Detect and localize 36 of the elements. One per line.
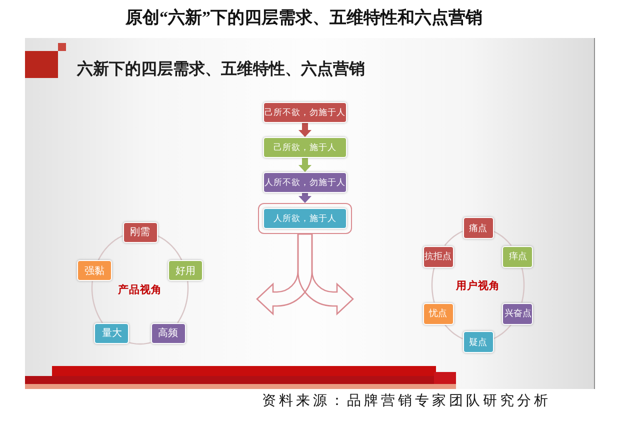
cycle-box: 忧点: [422, 302, 454, 324]
cycle-box: 高频: [150, 322, 186, 344]
center-label: 用户视角: [456, 279, 500, 293]
process-box: 己所不欲，勿施于人: [263, 102, 347, 123]
cycle-box: 抗拒点: [422, 246, 454, 268]
process-box: 人所欲，施于人: [263, 208, 347, 229]
cycle-arc: [493, 324, 512, 340]
arrow: [298, 123, 312, 137]
cycle-box: 痛点: [462, 217, 494, 239]
split-arrow: [297, 233, 354, 315]
process-box: 人所不欲，勿施于人: [263, 172, 347, 193]
cycle-box: 刚需: [122, 222, 158, 242]
cycle-box: 量大: [94, 322, 130, 344]
cycle-box: 痒点: [502, 246, 534, 268]
slide-heading: 六新下的四层需求、五维特性、六点营销: [77, 59, 365, 80]
title: 原创“六新”下的四层需求、五维特性和六点营销: [124, 7, 484, 29]
arrow: [298, 158, 312, 172]
arrow: [298, 193, 312, 203]
center-label: 产品视角: [118, 283, 162, 297]
cycle-arc: [91, 281, 103, 324]
cycle-arc: [177, 281, 189, 324]
cycle-box: 强黏: [76, 260, 112, 282]
highlight-frame: [258, 203, 352, 234]
cycle-arc: [444, 324, 463, 340]
cycle-arc: [493, 230, 512, 246]
process-box: 己所欲，施于人: [263, 137, 347, 158]
cycle-box: 疑点: [462, 331, 494, 353]
cycle-arc: [444, 230, 463, 246]
cycle-arc: [431, 267, 435, 303]
cycle-arc: [521, 267, 525, 303]
cycle-arc: [129, 342, 151, 345]
cycle-box: 好用: [168, 260, 204, 282]
cycle-arc: [157, 235, 182, 260]
source-note: 资料来源：品牌营销专家团队研究分析: [262, 392, 551, 410]
cycle-arc: [98, 235, 123, 260]
cycle-box: 兴奋点: [502, 302, 534, 324]
